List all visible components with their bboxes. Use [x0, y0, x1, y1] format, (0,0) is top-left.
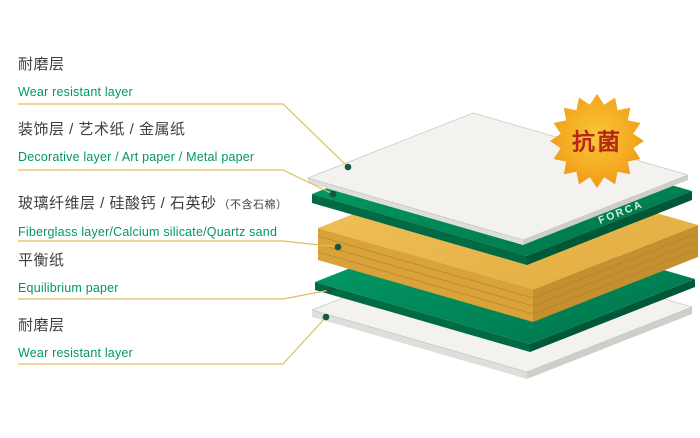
label-en: Fiberglass layer/Calcium silicate/Quartz… — [18, 225, 278, 239]
labels-column: 耐磨层 Wear resistant layer 装饰层 / 艺术纸 / 金属纸… — [0, 0, 310, 438]
marker-dot-decorative — [329, 190, 337, 198]
marker-dot-fiberglass — [334, 243, 342, 251]
connector-line-wear-top — [18, 103, 349, 168]
layer-equilibrium-side-face — [530, 279, 695, 352]
label-en: Decorative layer / Art paper / Metal pap… — [18, 150, 255, 164]
label-zh: 平衡纸 — [18, 252, 65, 269]
label-en: Wear resistant layer — [18, 85, 133, 99]
marker-dot-wear-bottom — [322, 313, 330, 321]
label-en: Equilibrium paper — [18, 281, 119, 295]
sheet-line — [317, 251, 534, 315]
antibacterial-badge: 抗菌 — [550, 94, 644, 188]
label-equilibrium-paper: 平衡纸 Equilibrium paper — [18, 251, 119, 297]
connector-line-wear-bottom — [18, 316, 327, 365]
layer-marker-dots — [322, 163, 352, 321]
sheet-line — [532, 248, 699, 315]
label-decorative-layer: 装饰层 / 艺术纸 / 金属纸 Decorative layer / Art p… — [18, 120, 254, 166]
sheet-line — [317, 235, 534, 299]
sheet-line — [532, 240, 699, 307]
connector-line-fiberglass — [18, 240, 339, 248]
layer-decorative-front-face — [312, 194, 527, 265]
label-zh-note: （不含石棉） — [218, 199, 288, 211]
label-zh: 耐磨层 — [18, 317, 65, 334]
layer-wear-top-side-face — [523, 175, 688, 245]
layer-decorative-side-face — [527, 191, 692, 265]
label-wear-layer-top: 耐磨层 Wear resistant layer — [18, 55, 133, 101]
layer-equilibrium-front-face — [315, 282, 530, 352]
connector-lines — [18, 103, 349, 365]
label-fiberglass-layer: 玻璃纤维层 / 硅酸钙 / 石英砂（不含石棉） Fiberglass layer… — [18, 194, 288, 241]
fiberglass-sheet-lines — [317, 232, 699, 315]
label-zh: 耐磨层 — [18, 56, 65, 73]
label-zh-main: 玻璃纤维层 / 硅酸钙 / 石英砂 — [18, 195, 217, 212]
antibacterial-badge-label: 抗菌 — [572, 129, 622, 155]
marker-dot-wear-top — [344, 163, 352, 171]
label-en: Wear resistant layer — [18, 346, 133, 360]
starburst-shape — [550, 94, 644, 188]
layer-wear-bottom-front-face — [312, 310, 527, 379]
layer-wear-top — [306, 112, 690, 245]
layer-wear-top-front-face — [308, 178, 523, 245]
connector-line-decorative — [18, 169, 334, 195]
sheet-line — [317, 243, 534, 307]
label-zh: 装饰层 / 艺术纸 / 金属纸 — [18, 121, 186, 138]
connector-line-equilibrium — [18, 289, 331, 300]
layer-wear-top-top-face — [306, 112, 690, 241]
sheet-line — [532, 232, 699, 299]
marker-dot-equilibrium — [326, 286, 334, 294]
layer-wear-bottom-side-face — [527, 307, 692, 379]
label-wear-layer-bottom: 耐磨层 Wear resistant layer — [18, 316, 133, 362]
label-zh: 玻璃纤维层 / 硅酸钙 / 石英砂（不含石棉） — [18, 194, 288, 215]
